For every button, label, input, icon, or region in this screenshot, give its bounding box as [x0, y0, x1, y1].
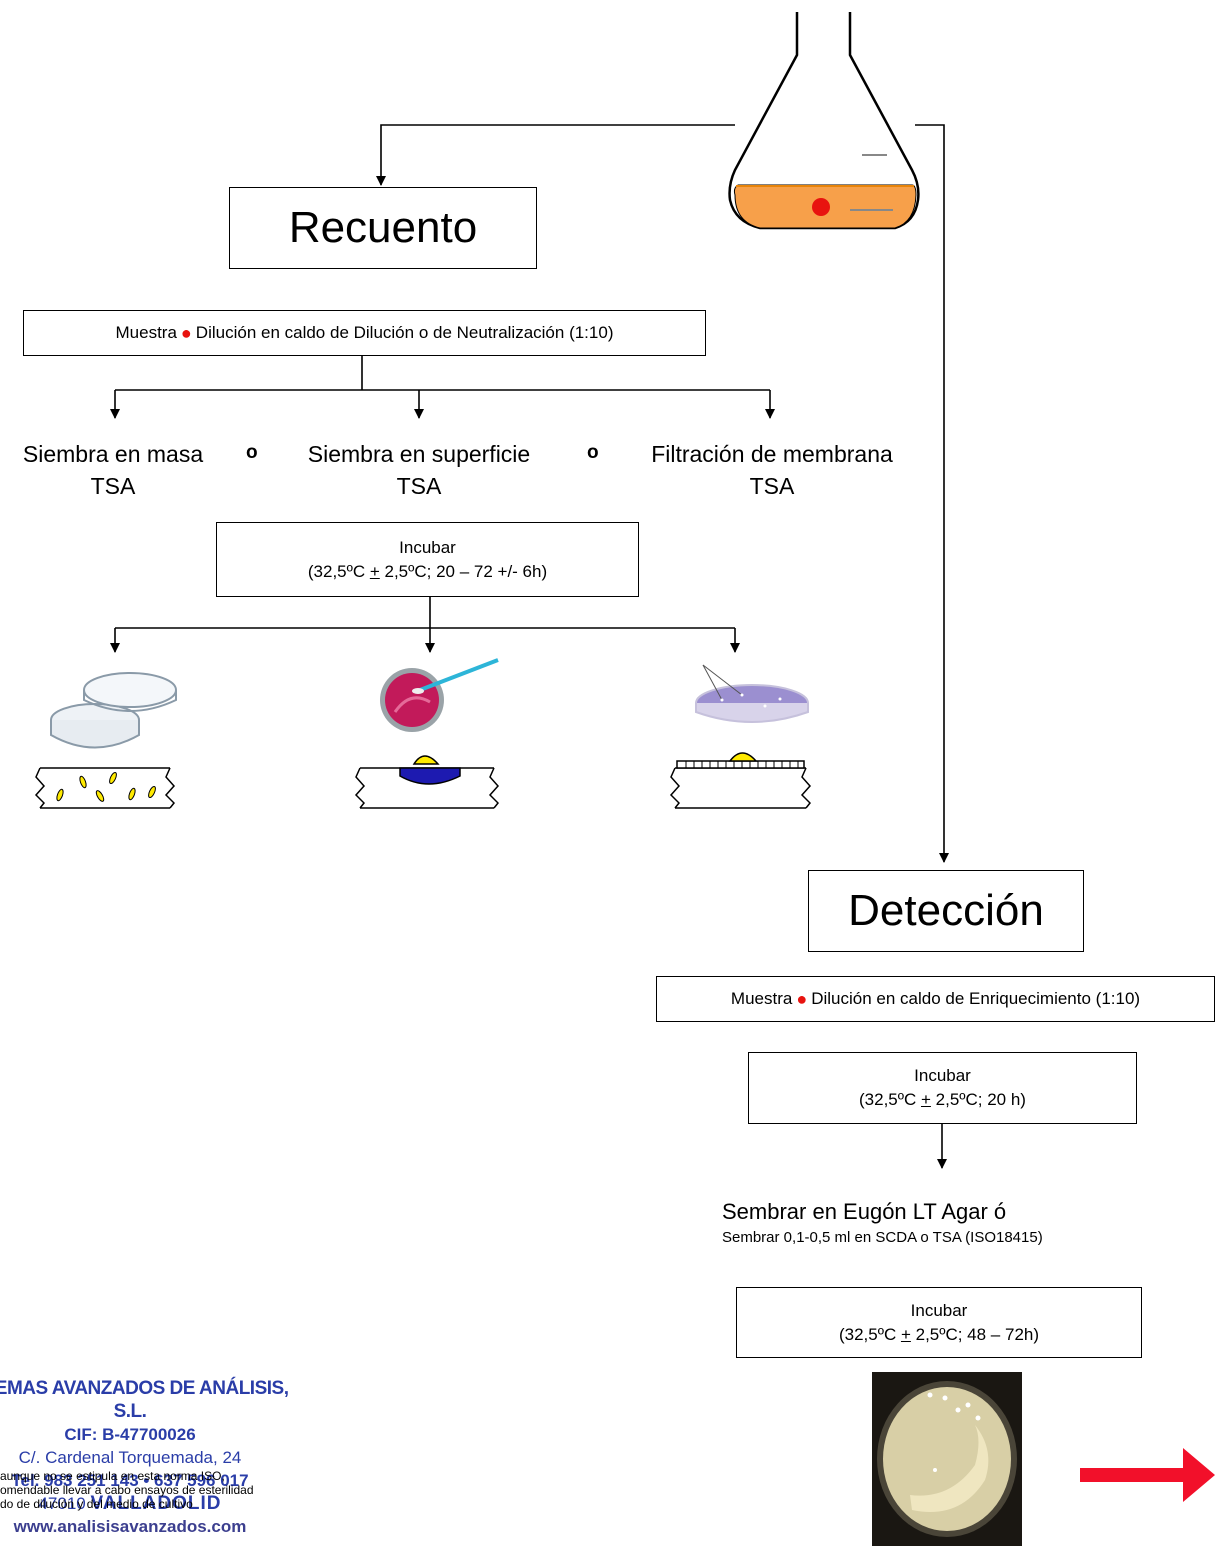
- sow-main-text: Sembrar en Eugón LT Agar ó: [722, 1199, 1007, 1224]
- deteccion-dilution-text: Dilución en caldo de Enriquecimiento (1:…: [811, 989, 1141, 1008]
- deteccion-incubate-box-2: Incubar (32,5ºC + 2,5ºC; 48 – 72h): [736, 1287, 1142, 1358]
- surface-plate-cross-section: [354, 755, 500, 809]
- recuento-dilution-box: Muestra ● Dilución en caldo de Dilución …: [23, 310, 706, 356]
- deteccion-title: Detección: [848, 886, 1044, 935]
- company-city: 47010 VALLADOLID: [38, 1493, 222, 1514]
- company-stamp: STEMAS AVANZADOS DE ANÁLISIS, S.L. CIF: …: [0, 1377, 290, 1538]
- surface-plate-swab-icon: [380, 658, 499, 732]
- company-web: www.analisisavanzados.com: [13, 1517, 247, 1536]
- flask-to-recuento-line: [376, 124, 735, 186]
- footnote-line-1: aunque no se estipula en esta norma ISO,: [0, 1469, 225, 1483]
- colony-plate-photo: [872, 1372, 1022, 1546]
- method-surface-plate: Siembra en superficie TSA: [283, 438, 555, 502]
- method-pour-plate-medium: TSA: [90, 473, 136, 499]
- recuento-title-box: Recuento: [229, 187, 537, 269]
- method-pour-plate: Siembra en masa TSA: [0, 438, 226, 502]
- dilution-text: Dilución en caldo de Dilución o de Neutr…: [195, 323, 614, 342]
- petri-dish-empty-icon: [50, 672, 177, 749]
- incubate-conditions: (32,5ºC + 2,5ºC; 20 – 72 +/- 6h): [307, 561, 548, 581]
- company-cif: CIF: B-47700026: [64, 1425, 196, 1444]
- membrane-cross-section: [669, 752, 812, 809]
- method-surface-plate-medium: TSA: [396, 473, 442, 499]
- recuento-incubate-box: Incubar (32,5ºC + 2,5ºC; 20 – 72 +/- 6h): [216, 522, 639, 597]
- method-surface-plate-name: Siembra en superficie: [307, 441, 531, 467]
- separator-or-1: o: [246, 442, 258, 463]
- incubate-title: Incubar: [910, 1300, 968, 1320]
- pour-plate-cross-section: [34, 767, 176, 809]
- separator-or-2: o: [587, 442, 599, 463]
- method-membrane-filtration: Filtración de membrana TSA: [626, 438, 918, 502]
- membrane-filtration-plate-icon: [695, 664, 809, 723]
- company-address: C/. Cardenal Torquemada, 24: [18, 1448, 242, 1467]
- red-dot-icon: ●: [796, 988, 808, 1009]
- deteccion-title-box: Detección: [808, 870, 1084, 952]
- deteccion-dilution-box: Muestra ● Dilución en caldo de Enriqueci…: [656, 976, 1215, 1022]
- company-phone: Tel. 983 251 143 • 637 596 017: [11, 1471, 249, 1490]
- flask-icon: [728, 12, 920, 230]
- footnote-line-2: omendable llevar a cabo ensayos de ester…: [0, 1483, 254, 1497]
- method-membrane-medium: TSA: [749, 473, 795, 499]
- incubate-title: Incubar: [399, 537, 456, 557]
- company-name: STEMAS AVANZADOS DE ANÁLISIS, S.L.: [0, 1378, 289, 1422]
- deteccion-dilution-sample-label: Muestra: [730, 989, 793, 1008]
- method-membrane-name: Filtración de membrana: [651, 441, 893, 467]
- incubate-title: Incubar: [914, 1066, 971, 1085]
- sow-alt-text: Sembrar 0,1-0,5 ml en SCDA o TSA (ISO184…: [722, 1229, 1043, 1246]
- red-dot-icon: ●: [180, 322, 192, 343]
- incubate-conditions: (32,5ºC + 2,5ºC; 48 – 72h): [838, 1324, 1040, 1344]
- method-pour-plate-name: Siembra en masa: [22, 441, 204, 467]
- footnote-line-3: do de dilución y del medio de cultivo: [0, 1497, 193, 1511]
- red-arrow-icon: [1080, 1448, 1215, 1502]
- flask-to-deteccion-line: [915, 124, 949, 863]
- footnote: aunque no se estipula en esta norma ISO,…: [0, 1469, 254, 1511]
- deteccion-incubate-box-1: Incubar (32,5ºC + 2,5ºC; 20 h): [748, 1052, 1137, 1124]
- dilution-sample-label: Muestra: [115, 323, 177, 342]
- incubate-conditions: (32,5ºC + 2,5ºC; 20 h): [859, 1090, 1026, 1109]
- recuento-title: Recuento: [288, 203, 478, 252]
